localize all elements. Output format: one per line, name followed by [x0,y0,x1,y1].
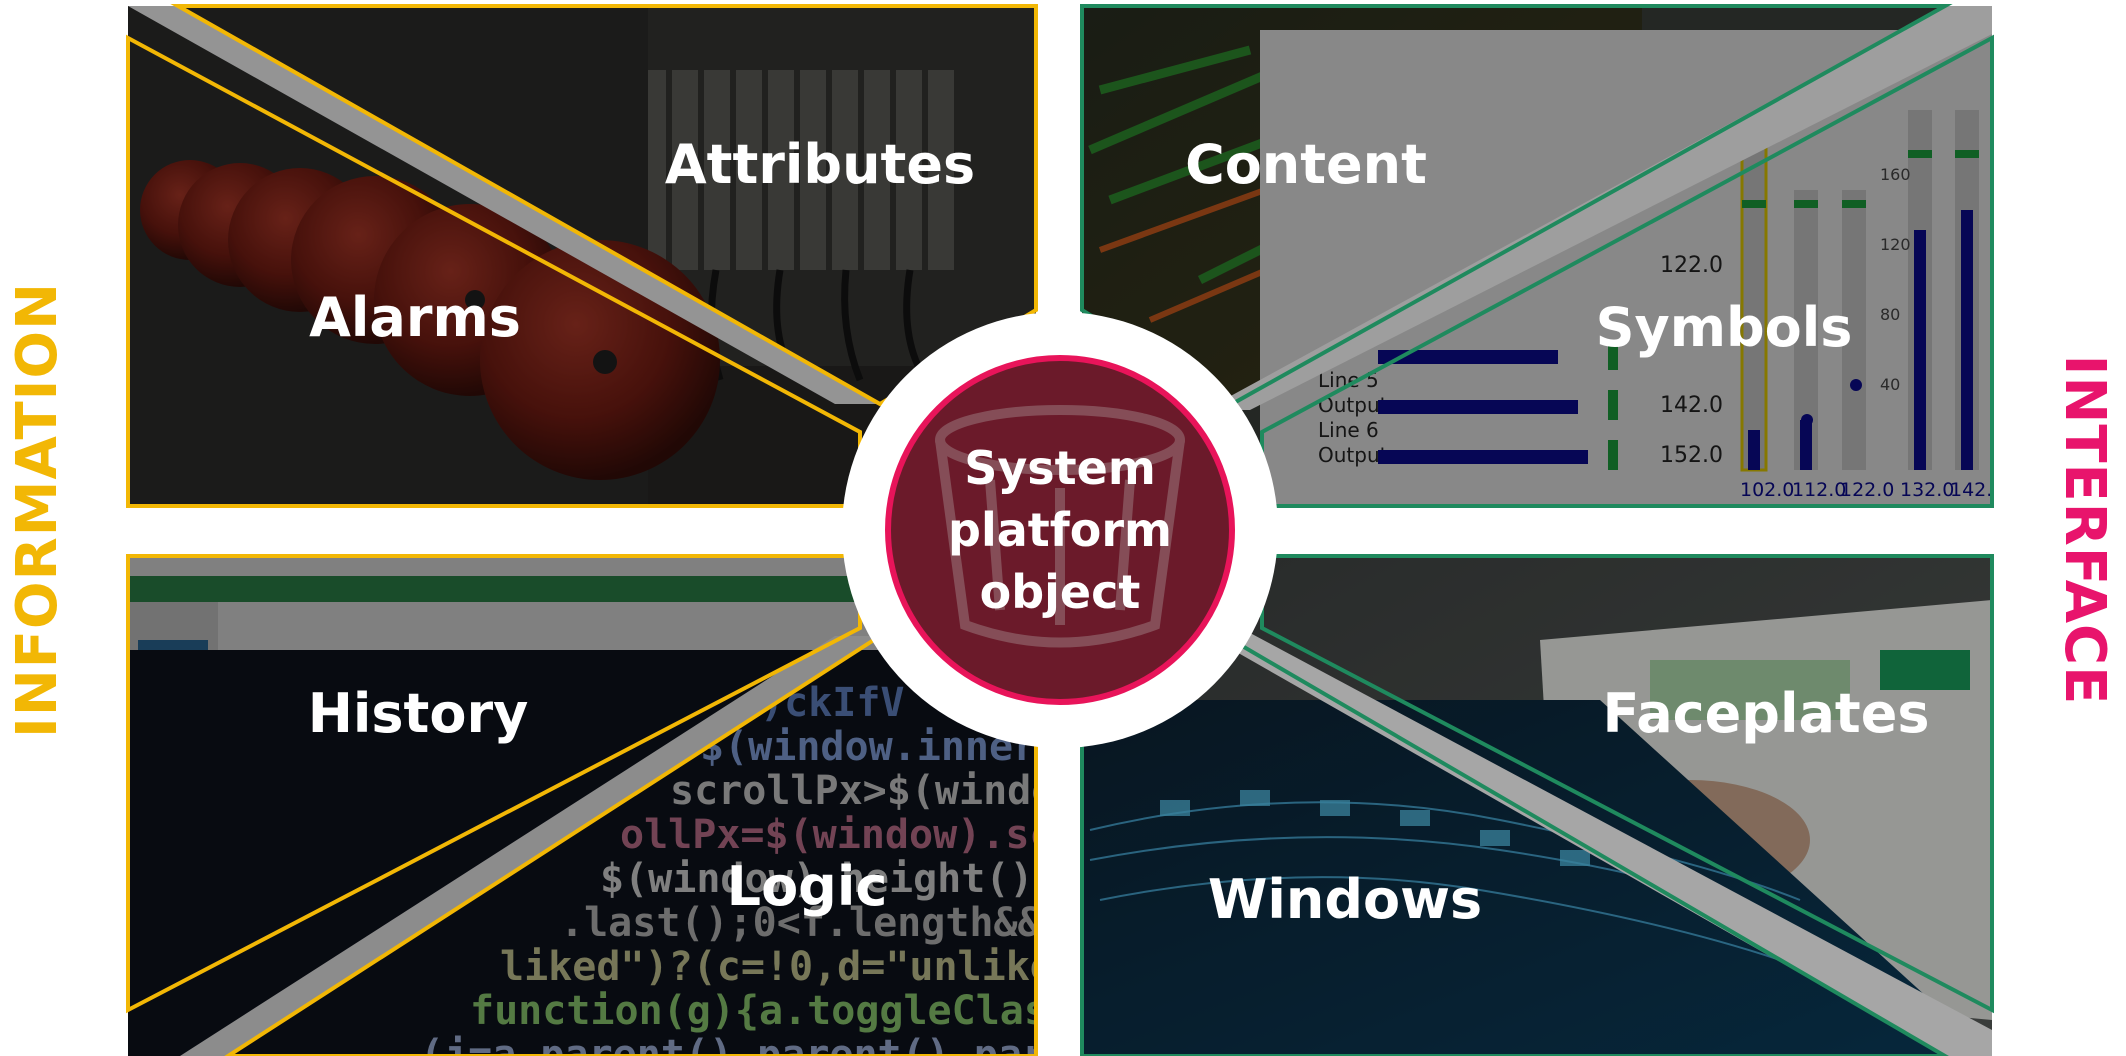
label-attributes: Attributes [665,133,975,196]
side-label-information: INFORMATION [5,282,70,738]
logic-image: )ckIfV $(window.inner scrollPx>$(window … [128,650,1265,1056]
border-history [126,554,862,1014]
label-history: History [308,682,529,745]
symbol-row-label: Output [1318,443,1388,467]
side-label-interface: INTERFACE [2052,355,2117,706]
symbol-scale: 160 [1880,165,1911,184]
symbol-scale: 80 [1880,305,1900,324]
symbol-bottom-value: 142.0 [1950,479,2004,501]
center-title-line3: object [980,565,1141,619]
label-alarms: Alarms [309,286,521,349]
symbol-row-label: Line 5 [1318,368,1379,392]
code-line: scrollPx>$(window [670,768,1080,814]
symbols-image: Line 5 Output Line 6 Output 122.0 142.0 … [1260,30,2004,506]
code-line: (j=a.parent(),parent().parent().fin [420,1032,1263,1056]
label-content: Content [1185,133,1427,196]
symbol-bottom-value: 132.0 [1900,479,1954,501]
symbol-bottom-value: 122.0 [1840,479,1894,501]
label-windows: Windows [1208,868,1482,931]
symbol-bottom-value: 112.0 [1792,479,1846,501]
code-line: $(window).height()-$(d [600,856,1130,902]
code-line: liked")?(c=!0,d="unlike"):(b=! [500,944,1222,990]
symbol-rows: Line 5 Output Line 6 Output 122.0 142.0 … [1318,253,1723,470]
container-icon [935,405,1185,648]
quadrant-top-left [128,6,1036,506]
symbol-row-value: 122.0 [1660,253,1723,278]
center-title-line2: platform [948,503,1172,557]
symbol-scale: 40 [1880,375,1900,394]
symbol-scale: 120 [1880,235,1911,254]
code-line: .last();0<f.length&&f.clic [560,900,1186,946]
center-title-line1: System [964,441,1156,495]
symbol-row-value: 142.0 [1660,393,1723,418]
symbol-bottom-value: 102.0 [1740,479,1794,501]
symbol-row-value: 152.0 [1660,443,1723,468]
symbol-columns: 102.0 112.0 122.0 132.0 142.0 160 120 80… [1740,110,2004,501]
border-attributes [170,3,1038,407]
label-symbols: Symbols [1596,296,1853,359]
code-line: ollPx=$(window).scro [620,812,1102,858]
label-logic: Logic [727,855,888,918]
alarms-image [128,6,720,506]
code-line: function(g){a.toggleClass("em-lik [470,988,1265,1034]
label-faceplates: Faceplates [1603,682,1930,745]
center-node: System platform object [885,355,1235,705]
symbol-row-label: Line 6 [1318,418,1379,442]
